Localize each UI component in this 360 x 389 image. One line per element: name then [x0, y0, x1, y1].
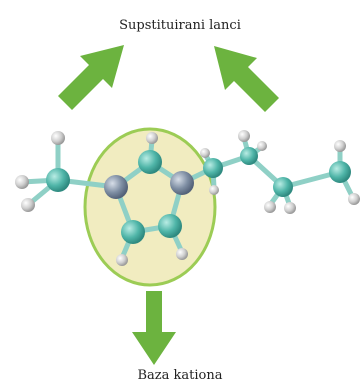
- cation-base-label: Baza kationa: [137, 368, 223, 383]
- arrow-down-icon: [132, 291, 176, 365]
- arrow-up-left-icon: [58, 45, 124, 110]
- cation-base-ellipse: [83, 127, 217, 287]
- hydrogen-atoms: [15, 130, 360, 266]
- carbon-atoms: [46, 147, 351, 244]
- nitrogen-atoms: [104, 171, 194, 199]
- arrow-up-right-icon: [214, 46, 279, 112]
- substituted-chains-label: Supstituirani lanci: [119, 18, 241, 33]
